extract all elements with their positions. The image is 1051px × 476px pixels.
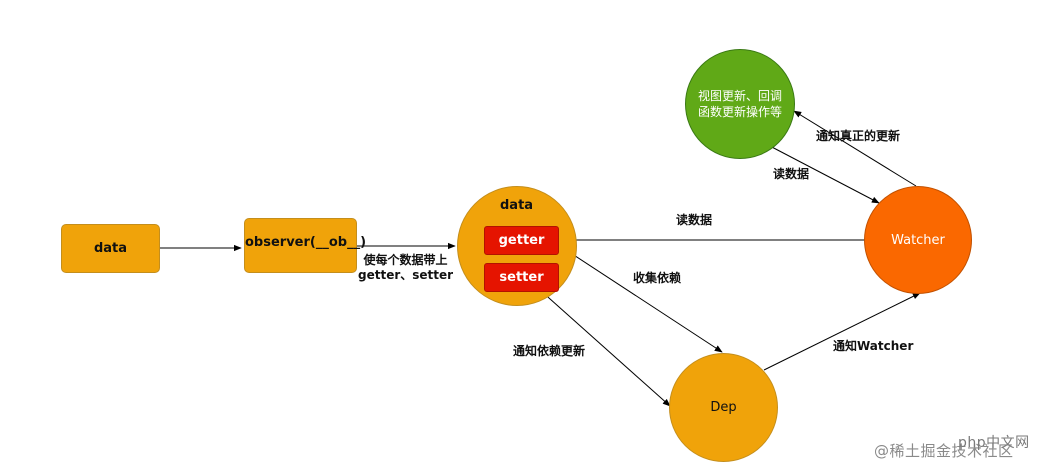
- observer-box[interactable]: observer(__ob__): [244, 218, 366, 273]
- watermark-part2: php中文网: [958, 435, 1030, 451]
- watermark-php: php中文网: [958, 432, 1030, 452]
- edge-watcher-to-view: [793, 110, 917, 187]
- edge-getter-to-dep: [559, 245, 723, 353]
- data-circle-title: data: [500, 198, 534, 213]
- label-getter-setter-line2: getter、setter: [358, 268, 454, 282]
- label-getter-setter: 使每个数据带上 getter、setter: [358, 253, 453, 283]
- label-notify-real-update: 通知真正的更新: [816, 129, 901, 143]
- getter-node[interactable]: getter: [484, 226, 559, 255]
- edge-view-to-watcher: [767, 144, 880, 204]
- label-collect-deps: 收集依赖: [633, 271, 682, 285]
- watcher-circle[interactable]: Watcher: [864, 186, 972, 294]
- edge-setter-to-dep: [539, 289, 671, 407]
- view-update-line2: 函数更新操作等: [697, 105, 782, 119]
- dep-circle[interactable]: Dep: [669, 353, 778, 462]
- view-update-circle[interactable]: 视图更新、回调 函数更新操作等: [685, 49, 795, 159]
- setter-node[interactable]: setter: [484, 263, 559, 292]
- data-box[interactable]: data: [61, 224, 160, 273]
- label-read-data-mid: 读数据: [676, 213, 713, 227]
- edge-dep-to-watcher: [763, 292, 921, 371]
- label-read-data-top: 读数据: [773, 167, 810, 181]
- watermark: @稀土掘金技术社区: [874, 440, 1014, 461]
- watermark-part1: @稀土掘金技术社区: [874, 442, 1014, 460]
- label-notify-watcher: 通知Watcher: [833, 339, 914, 353]
- label-getter-setter-line1: 使每个数据带上: [363, 253, 448, 267]
- view-update-line1: 视图更新、回调: [697, 89, 782, 103]
- label-notify-dep-update: 通知依赖更新: [513, 344, 586, 358]
